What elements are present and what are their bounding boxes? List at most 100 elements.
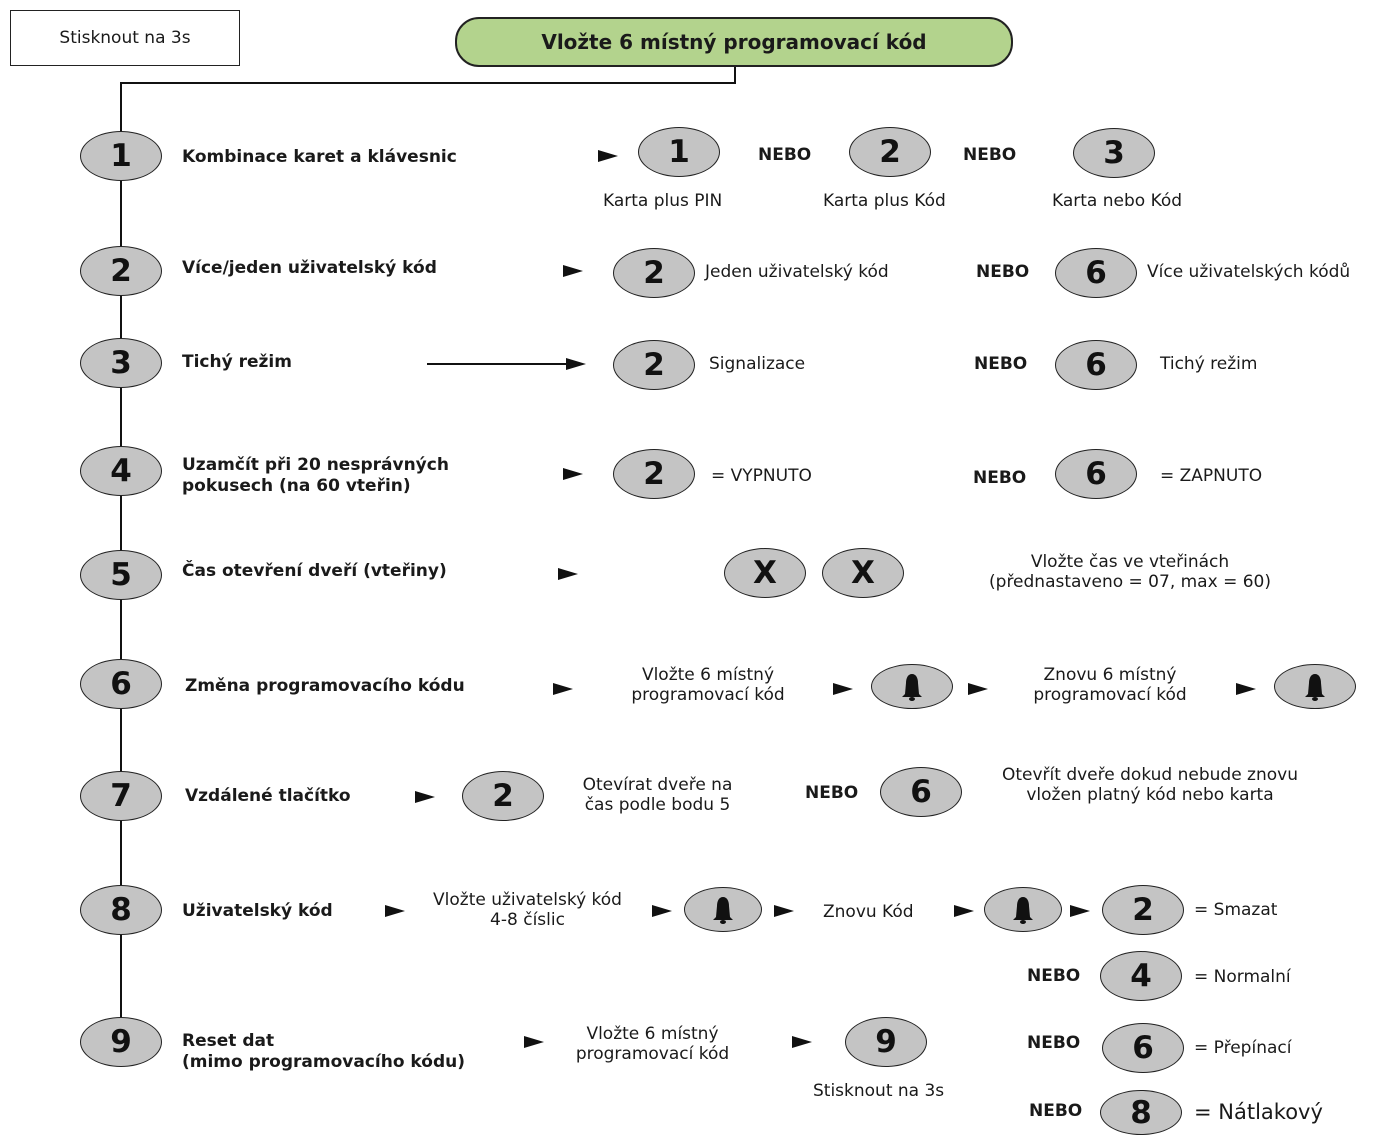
row3-text-b: Tichý režim (1160, 354, 1258, 374)
row1-caption-2: Karta plus Kód (823, 191, 946, 211)
step-6-label: Změna programovacího kódu (185, 676, 465, 696)
arrow-right-icon (774, 905, 794, 917)
step-8-label: Uživatelský kód (182, 901, 333, 921)
row2-nebo: NEBO (976, 262, 1030, 282)
row1-caption-1: Karta plus PIN (603, 191, 723, 211)
arrow-right-icon (1070, 905, 1090, 917)
row3-key-b: 6 (1055, 340, 1137, 390)
step-5-number: 5 (110, 557, 132, 593)
row4-key-b-number: 6 (1085, 456, 1107, 492)
arrow-right-icon (563, 265, 583, 277)
row5-text: Vložte čas ve vteřinách(přednastaveno = … (960, 552, 1300, 592)
step-2-label: Více/jeden uživatelský kód (182, 258, 437, 278)
step-9-label-line2: (mimo programovacího kódu) (182, 1052, 465, 1072)
row9-text-a-line1: Vložte 6 místný (586, 1024, 719, 1044)
row2-key-a: 2 (613, 248, 695, 298)
row9-caption: Stisknout na 3s (813, 1081, 945, 1101)
step-8-oval: 8 (80, 885, 162, 935)
arrow-right-icon (652, 905, 672, 917)
step-1-number: 1 (110, 138, 132, 174)
row8-option-key-8: 8 (1100, 1090, 1182, 1135)
row1-nebo-2: NEBO (963, 145, 1017, 165)
arrow-right-icon (598, 150, 618, 162)
row5-text-line1: Vložte čas ve vteřinách (1030, 552, 1230, 572)
step-3-number: 3 (110, 345, 132, 381)
arrow-right-icon (558, 568, 578, 580)
step-5-label: Čas otevření dveří (vteřiny) (182, 561, 447, 581)
step-3-label: Tichý režim (182, 352, 292, 372)
row8-option-key-4: 4 (1100, 951, 1182, 1001)
step-9-label-line1: Reset dat (182, 1031, 275, 1051)
row4-key-b: 6 (1055, 449, 1137, 499)
press-3s-box: Stisknout na 3s (10, 10, 240, 66)
row4-nebo: NEBO (973, 468, 1027, 488)
step-4-label-line2: pokusech (na 60 vteřin) (182, 476, 411, 496)
title-text: Vložte 6 místný programovací kód (541, 30, 927, 54)
row6-bell-key-2 (1274, 664, 1356, 709)
step-1-oval: 1 (80, 131, 162, 181)
step-4-oval: 4 (80, 446, 162, 496)
step-9-label: Reset dat(mimo programovacího kódu) (182, 1031, 465, 1073)
step-1-label: Kombinace karet a klávesnic (182, 147, 457, 167)
step-6-number: 6 (110, 666, 132, 702)
bell-icon (713, 896, 733, 924)
row8-option-text-normal: = Normalní (1194, 967, 1291, 987)
row3-key-a-number: 2 (643, 347, 665, 383)
row7-text-a-line2: čas podle bodu 5 (584, 795, 731, 815)
bell-icon (1013, 896, 1033, 924)
row8-nebo-3: NEBO (1029, 1101, 1083, 1121)
row8-option-key-2-number: 2 (1132, 892, 1154, 928)
row9-text-a-line2: programovací kód (575, 1044, 730, 1064)
arrow-right-icon (385, 905, 405, 917)
row7-nebo: NEBO (805, 783, 859, 803)
row8-bell-key-1 (684, 887, 762, 932)
step-7-label: Vzdálené tlačítko (185, 786, 351, 806)
row6-bell-key-1 (871, 664, 953, 709)
row8-option-key-4-number: 4 (1130, 958, 1152, 994)
row1-key-1-number: 1 (668, 134, 690, 170)
row1-key-2-number: 2 (879, 134, 901, 170)
row5-key-a: X (724, 548, 806, 598)
row1-key-3: 3 (1073, 128, 1155, 178)
step-9-number: 9 (110, 1024, 132, 1060)
bell-icon (1305, 673, 1325, 701)
row8-text-a-line2: 4-8 číslic (490, 910, 565, 930)
row8-text-a-line1: Vložte uživatelský kód (433, 890, 622, 910)
row1-key-1: 1 (638, 127, 720, 177)
row5-key-a-x: X (753, 555, 777, 591)
row8-option-key-6-number: 6 (1132, 1030, 1154, 1066)
row8-text-b: Znovu Kód (823, 902, 914, 922)
row8-option-text-delete: = Smazat (1194, 900, 1278, 920)
step-4-label-line1: Uzamčít při 20 nesprávných (182, 455, 449, 475)
row3-text-a: Signalizace (709, 354, 806, 374)
row8-option-key-6: 6 (1102, 1023, 1184, 1073)
arrow-right-icon (1236, 683, 1256, 695)
arrow-right-icon (563, 468, 583, 480)
row5-key-b: X (822, 548, 904, 598)
row3-key-a: 2 (613, 340, 695, 390)
arrow-right-icon (553, 683, 573, 695)
arrow-right-icon (968, 683, 988, 695)
row4-text-b: = ZAPNUTO (1160, 466, 1263, 486)
row2-key-b-number: 6 (1085, 255, 1107, 291)
row5-key-b-x: X (851, 555, 875, 591)
row9-key-number: 9 (875, 1024, 897, 1060)
row8-nebo-1: NEBO (1027, 966, 1081, 986)
step-4-number: 4 (110, 453, 132, 489)
arrow-right-icon (954, 905, 974, 917)
row1-caption-3: Karta nebo Kód (1052, 191, 1183, 211)
step-7-oval: 7 (80, 771, 162, 821)
row7-key-a: 2 (462, 771, 544, 821)
row8-option-key-8-number: 8 (1130, 1094, 1152, 1131)
row8-bell-key-2 (984, 887, 1062, 932)
arrow-right-icon (792, 1036, 812, 1048)
row1-key-2: 2 (849, 127, 931, 177)
step-8-number: 8 (110, 892, 132, 928)
step-3-oval: 3 (80, 338, 162, 388)
row2-text-a: Jeden uživatelský kód (705, 262, 889, 282)
arrow-right-icon (566, 358, 586, 370)
